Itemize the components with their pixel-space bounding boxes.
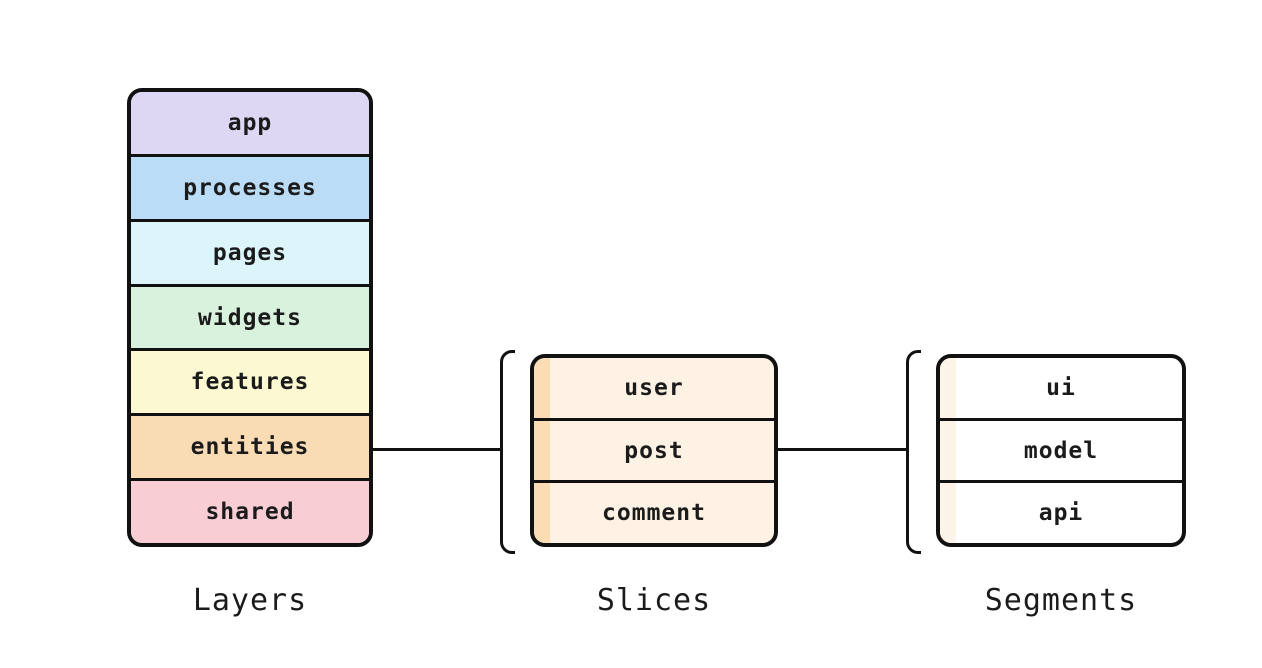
segment-row-model: model <box>940 421 1182 484</box>
connector-slices-to-segments <box>778 448 906 451</box>
layer-label-pages: pages <box>212 239 288 266</box>
slice-row-post: post <box>534 421 774 484</box>
layer-label-processes: processes <box>183 174 317 201</box>
slice-row-comment: comment <box>534 483 774 543</box>
segments-stack: ui model api <box>936 354 1186 547</box>
segments-bracket <box>906 350 921 554</box>
segment-label-model: model <box>1023 437 1099 464</box>
layer-label-widgets: widgets <box>198 304 302 331</box>
layer-row-widgets: widgets <box>131 286 369 352</box>
segment-label-api: api <box>1038 500 1084 527</box>
slice-label-post: post <box>624 437 684 464</box>
slice-row-user: user <box>534 358 774 421</box>
slices-stripe <box>534 358 550 543</box>
slices-stack: user post comment <box>530 354 778 547</box>
layers-stack: app processes pages widgets features ent… <box>127 88 373 547</box>
layer-label-features: features <box>190 369 310 396</box>
slices-bracket <box>500 350 515 554</box>
segment-label-ui: ui <box>1046 374 1076 401</box>
layer-row-pages: pages <box>131 221 369 287</box>
layer-row-entities: entities <box>131 416 369 482</box>
slices-caption: Slices <box>596 583 712 618</box>
slice-label-user: user <box>624 374 684 401</box>
slice-label-comment: comment <box>602 500 706 527</box>
layer-label-app: app <box>227 109 273 136</box>
layer-row-features: features <box>131 351 369 417</box>
segment-row-ui: ui <box>940 358 1182 421</box>
layer-label-shared: shared <box>205 499 295 526</box>
layer-row-processes: processes <box>131 156 369 222</box>
segments-caption: Segments <box>984 583 1138 618</box>
connector-layers-to-slices <box>373 448 500 451</box>
layers-caption: Layers <box>192 583 308 618</box>
segment-row-api: api <box>940 483 1182 543</box>
layer-row-shared: shared <box>131 481 369 543</box>
layer-row-app: app <box>131 92 369 157</box>
layer-label-entities: entities <box>190 434 310 461</box>
segments-stripe <box>940 358 956 543</box>
